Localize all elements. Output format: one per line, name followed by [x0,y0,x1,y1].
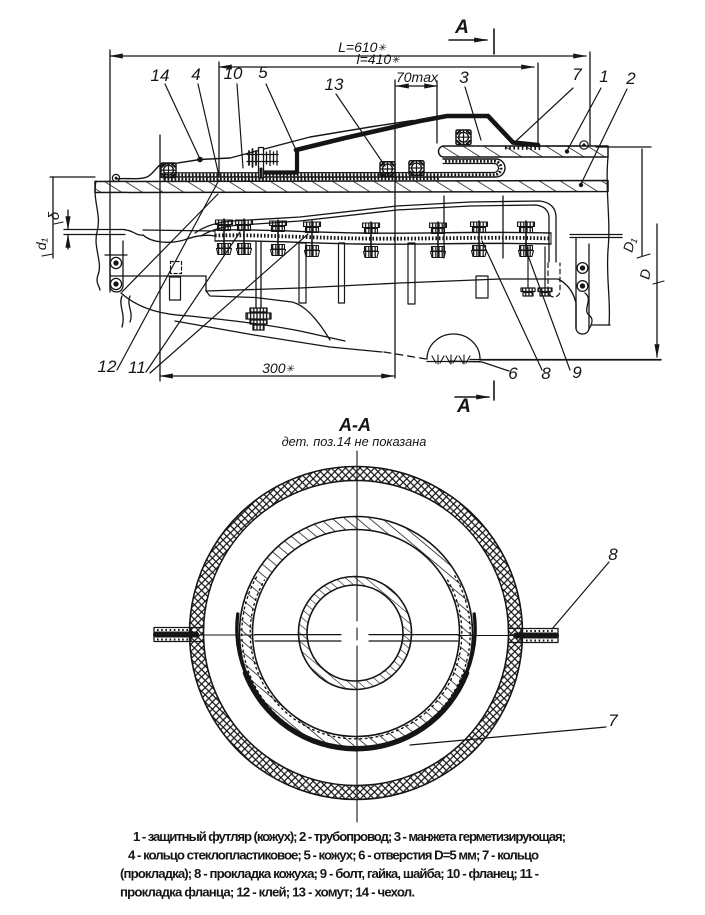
svg-text:70max: 70max [396,69,439,85]
svg-text:4: 4 [191,65,200,84]
svg-text:l=410✳: l=410✳ [356,51,400,67]
svg-text:A-A: A-A [338,415,371,435]
svg-text:14: 14 [151,66,170,85]
svg-text:A: A [456,396,471,417]
svg-text:L=610✳: L=610✳ [338,39,386,55]
svg-text:дет. поз.14 не показана: дет. поз.14 не показана [282,434,427,449]
svg-text:3: 3 [459,68,469,87]
svg-text:8: 8 [608,545,618,564]
svg-text:7: 7 [572,65,582,84]
svg-text:d₁: d₁ [33,237,49,250]
svg-text:1 - защитный футляр (кожух); 2: 1 - защитный футляр (кожух); 2 - трубопр… [133,829,566,844]
svg-text:9: 9 [572,363,582,382]
svg-text:300✳: 300✳ [262,360,294,376]
svg-text:4 - кольцо стеклопластиковое;: 4 - кольцо стеклопластиковое; 5 - кожух;… [128,848,539,863]
svg-text:D₁: D₁ [620,235,639,254]
svg-text:A: A [454,17,469,38]
svg-text:13: 13 [325,75,344,94]
svg-text:10: 10 [224,64,243,83]
svg-text:6: 6 [508,364,518,383]
svg-text:δ: δ [46,211,63,220]
svg-text:8: 8 [541,364,551,383]
svg-text:2: 2 [625,69,636,88]
svg-text:11: 11 [128,358,146,377]
svg-text:прокладка фланца; 12 - клей;: прокладка фланца; 12 - клей; 13 - хомут;… [120,885,415,900]
svg-text:7: 7 [608,711,618,730]
svg-text:D: D [636,268,654,281]
svg-text:12: 12 [98,357,117,376]
svg-text:1: 1 [599,67,608,86]
svg-text:(прокладка); 8 - прокладка кож: (прокладка); 8 - прокладка кожуха; 9 - б… [120,866,539,881]
svg-text:5: 5 [258,63,268,82]
